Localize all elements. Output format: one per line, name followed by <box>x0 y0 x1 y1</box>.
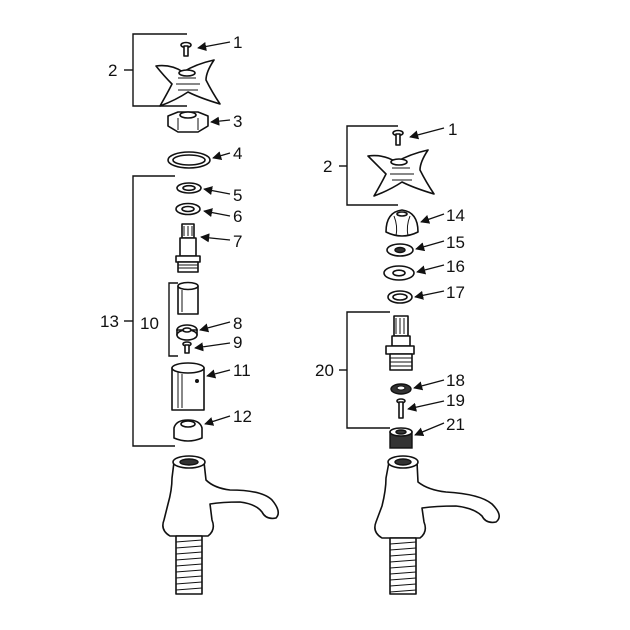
right-callout-20: 20 <box>315 361 334 380</box>
left-ring-seal-part <box>167 151 211 169</box>
right-screw-part <box>392 129 404 146</box>
left-sleeve-part <box>171 362 205 411</box>
right-tap-body-part <box>374 455 500 595</box>
right-leader-19 <box>407 400 445 412</box>
left-washer-c-part <box>176 324 198 341</box>
right-leader-1 <box>409 127 445 140</box>
right-leader-16 <box>416 264 445 275</box>
right-tap-assembly: 2 1 14 15 <box>315 120 500 595</box>
right-callout-16: 16 <box>446 257 465 276</box>
left-small-screw-part <box>182 341 192 354</box>
left-leader-3 <box>210 116 231 126</box>
right-callout-1: 1 <box>448 120 457 139</box>
left-callout-6: 6 <box>233 207 242 226</box>
left-leader-11 <box>206 369 231 379</box>
right-washer-c-part <box>390 383 412 395</box>
left-headgear-bracket <box>132 175 175 447</box>
right-callout-14: 14 <box>446 206 465 225</box>
left-leader-12 <box>204 415 231 426</box>
left-screw-part <box>180 41 192 57</box>
left-callout-10: 10 <box>140 314 159 333</box>
right-spindle-part <box>385 315 415 371</box>
left-jumper-bracket <box>168 282 178 357</box>
left-callout-2: 2 <box>108 61 117 80</box>
left-tap-assembly: 2 1 3 4 13 <box>100 33 280 595</box>
left-callout-12: 12 <box>233 407 252 426</box>
left-callout-7: 7 <box>233 232 242 251</box>
right-dome-cap-part <box>385 209 419 237</box>
left-callout-8: 8 <box>233 314 242 333</box>
left-spindle-part <box>175 223 201 273</box>
left-tap-body-part <box>162 455 280 595</box>
right-leader-17 <box>414 290 445 300</box>
left-leader-8 <box>199 321 231 333</box>
left-callout-1: 1 <box>233 33 242 52</box>
right-leader-15 <box>415 240 445 252</box>
right-base-nut-part <box>389 427 413 449</box>
right-callout-21: 21 <box>446 415 465 434</box>
right-callout-17: 17 <box>446 283 465 302</box>
left-callout-5: 5 <box>233 186 242 205</box>
left-washer-a-part <box>176 182 202 194</box>
left-jumper-sleeve-part <box>177 281 199 315</box>
left-callout-11: 11 <box>233 361 251 380</box>
left-cross-handle-part <box>155 59 221 107</box>
left-callout-9: 9 <box>233 333 242 352</box>
left-base-nut-part <box>173 419 203 442</box>
right-leader-14 <box>420 213 445 224</box>
left-leader-1 <box>197 41 231 51</box>
left-callout-3: 3 <box>233 112 242 131</box>
right-cross-handle-part <box>367 149 435 197</box>
left-callout-13: 13 <box>100 312 119 331</box>
left-leader-6 <box>203 208 231 218</box>
left-leader-9 <box>194 342 231 352</box>
left-leader-7 <box>200 233 231 243</box>
left-headgear-nut-part <box>167 111 209 133</box>
left-washer-b-part <box>175 202 201 216</box>
right-spindle-bracket <box>346 311 390 429</box>
right-leader-21 <box>414 422 445 437</box>
right-callout-15: 15 <box>446 233 465 252</box>
right-callout-19: 19 <box>446 391 465 410</box>
left-leader-5 <box>203 186 231 196</box>
right-small-screw-part <box>396 398 406 419</box>
left-leader-4 <box>212 151 231 161</box>
right-callout-2: 2 <box>323 157 332 176</box>
right-washer-b-part <box>383 265 415 281</box>
left-callout-4: 4 <box>233 144 242 163</box>
right-ring-part <box>387 290 413 304</box>
right-washer-a-part <box>386 243 414 257</box>
right-callout-18: 18 <box>446 371 465 390</box>
right-leader-18 <box>413 379 445 391</box>
